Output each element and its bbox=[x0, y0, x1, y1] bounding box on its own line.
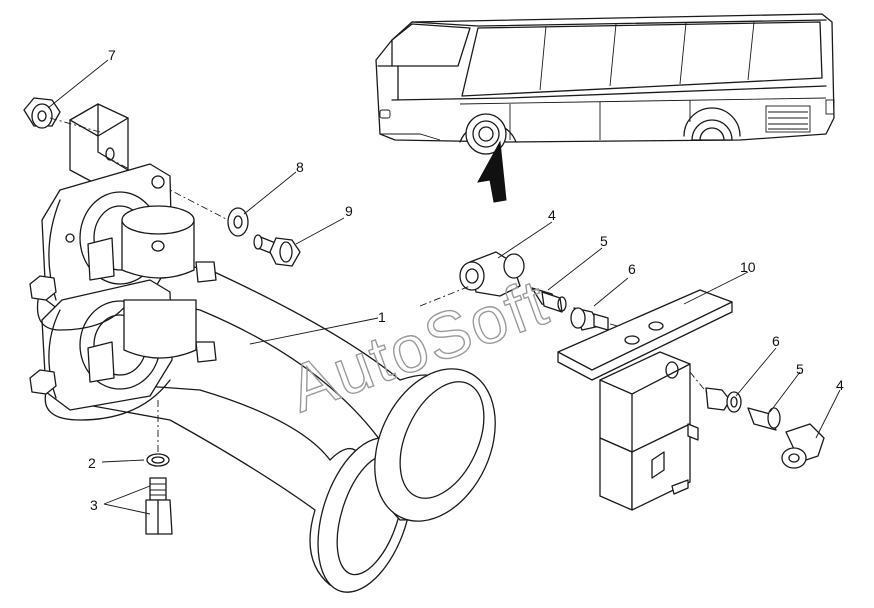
mounting-bracket bbox=[69, 103, 129, 187]
union-fitting-3 bbox=[145, 477, 173, 535]
adapter-5-upper bbox=[531, 287, 567, 313]
seal-washer-2 bbox=[146, 453, 170, 467]
flange-nut-7 bbox=[23, 97, 61, 129]
callout-3: 3 bbox=[90, 497, 98, 513]
bus-illustration bbox=[375, 13, 835, 203]
connector-6-lower bbox=[705, 387, 742, 413]
twin-air-horn bbox=[29, 163, 496, 593]
bolt-9 bbox=[253, 234, 301, 267]
callout-4-upper: 4 bbox=[548, 207, 556, 223]
callout-2: 2 bbox=[88, 455, 96, 471]
callout-7: 7 bbox=[108, 47, 116, 63]
callout-leader-lines bbox=[47, 59, 841, 515]
callout-6-upper: 6 bbox=[628, 261, 636, 277]
washer-8 bbox=[227, 207, 249, 237]
callout-5-lower: 5 bbox=[796, 361, 804, 377]
callout-numbers: 7 8 9 4 5 6 10 1 6 5 4 2 3 bbox=[88, 47, 844, 513]
adapter-5-lower bbox=[747, 407, 781, 431]
callout-9: 9 bbox=[345, 203, 353, 219]
callout-6-lower: 6 bbox=[772, 333, 780, 349]
elbow-fitting-4-upper bbox=[459, 251, 525, 297]
callout-8: 8 bbox=[296, 159, 304, 175]
solenoid-valve-10 bbox=[557, 289, 733, 511]
callout-1: 1 bbox=[378, 309, 386, 325]
elbow-fitting-4-lower bbox=[781, 423, 825, 469]
connector-6-upper bbox=[570, 307, 609, 331]
callout-4-lower: 4 bbox=[836, 377, 844, 393]
callout-10: 10 bbox=[740, 259, 756, 275]
callout-5-upper: 5 bbox=[600, 233, 608, 249]
